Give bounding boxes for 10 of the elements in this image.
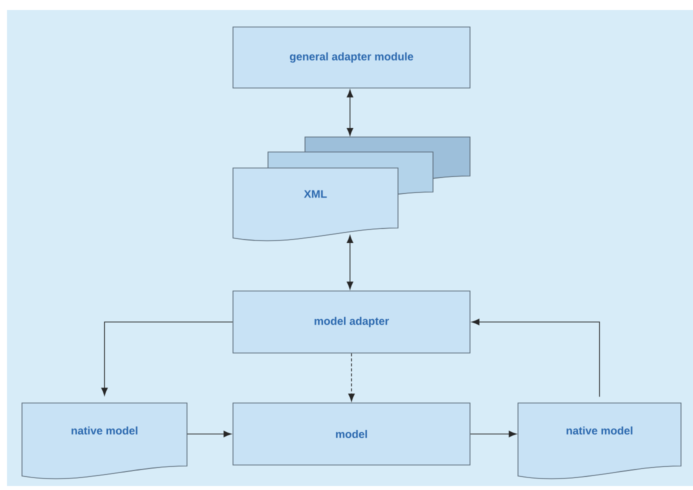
arrow xyxy=(346,90,354,136)
arrow xyxy=(470,430,517,438)
process-box: model xyxy=(232,402,470,466)
arrow xyxy=(472,318,600,398)
arrow xyxy=(348,353,355,402)
process-box: general adapter module xyxy=(232,26,470,88)
arrow xyxy=(186,430,232,438)
arrow xyxy=(346,235,354,290)
arrow xyxy=(101,322,233,396)
process-box: model adapter xyxy=(232,290,470,354)
